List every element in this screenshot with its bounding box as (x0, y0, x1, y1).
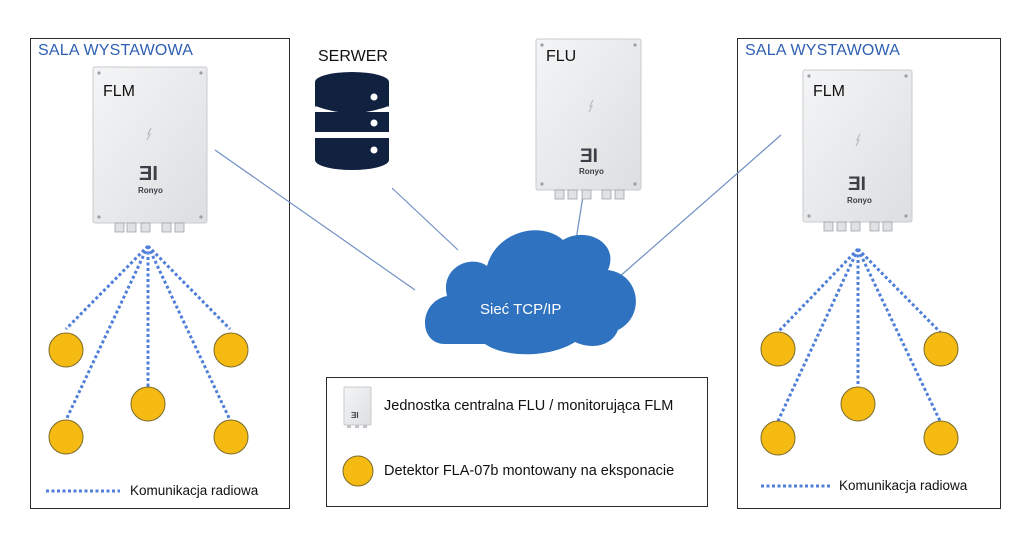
right-flm-label: FLM (813, 83, 845, 100)
radio-link (146, 244, 232, 331)
left-flm-label: FLM (103, 83, 135, 100)
svg-text:ƎI: ƎI (848, 174, 866, 195)
svg-text:ƎI: ƎI (139, 163, 158, 185)
right-flm-link (617, 134, 782, 279)
radio-link (64, 244, 150, 331)
detector (130, 386, 166, 422)
right-radio-links (776, 247, 942, 422)
radio-link (856, 248, 942, 422)
legend-box (326, 377, 708, 507)
legend-device-icon: ƎI (343, 386, 372, 428)
detector (840, 386, 876, 422)
radio-link (64, 245, 150, 421)
left-detectors (48, 332, 249, 455)
radio-link (856, 247, 942, 334)
right-room-title: SALA WYSTAWOWA (745, 42, 901, 59)
radio-link (146, 245, 232, 421)
detector (48, 332, 84, 368)
server-link (391, 187, 459, 251)
legend-detector-icon (342, 455, 374, 487)
left-flm-device: ƎI (92, 66, 208, 233)
network-cloud (424, 230, 636, 355)
detector (923, 420, 959, 456)
right-flm-device: ƎI (802, 69, 913, 232)
legend-central-unit-text: Jednostka centralna FLU / monitorująca F… (384, 398, 674, 414)
svg-text:ƎI: ƎI (580, 146, 598, 167)
right-detectors (760, 331, 959, 456)
svg-text:ƎI: ƎI (351, 411, 359, 420)
left-flm-link (214, 149, 416, 291)
legend-detector-text: Detektor FLA-07b montowany na eksponacie (384, 463, 675, 479)
left-radio-links (64, 244, 232, 421)
network-connections (214, 134, 782, 291)
server-label: SERWER (318, 48, 388, 65)
flu-device: ƎI (535, 38, 642, 200)
detector (760, 331, 796, 367)
flu-link (575, 195, 584, 241)
right-radio-legend-label: Komunikacja radiowa (839, 478, 968, 493)
detector (213, 419, 249, 455)
network-label: Sieć TCP/IP (480, 301, 562, 318)
detector (48, 419, 84, 455)
radio-link (776, 247, 860, 334)
server-icon (314, 72, 390, 170)
detector (213, 332, 249, 368)
left-radio-legend-label: Komunikacja radiowa (130, 483, 259, 498)
flu-label: FLU (546, 48, 577, 65)
detector (923, 331, 959, 367)
left-room-title: SALA WYSTAWOWA (38, 42, 194, 59)
radio-link (776, 248, 860, 422)
detector (760, 420, 796, 456)
